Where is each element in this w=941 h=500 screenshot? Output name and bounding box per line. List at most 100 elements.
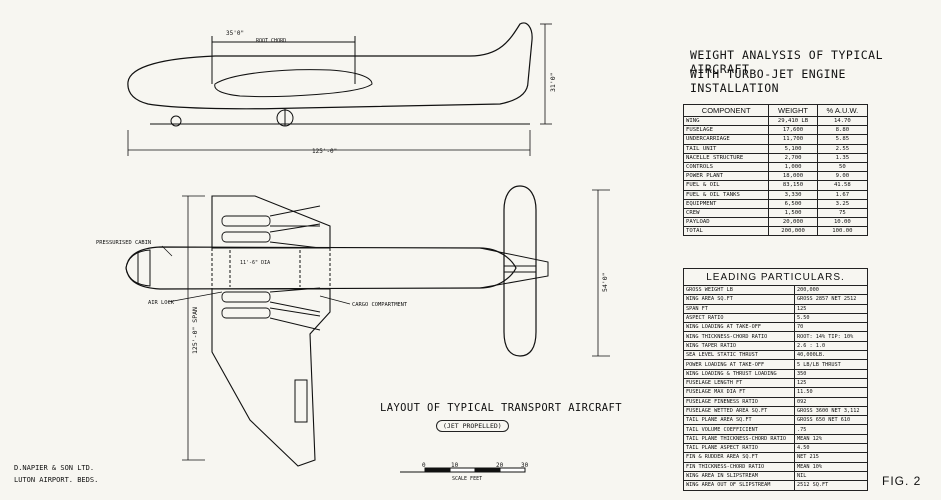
scale-tick-0: 0 <box>422 462 426 469</box>
weight-cell: 18,000 <box>768 171 818 182</box>
particular-cell: WING LOADING AT TAKE-OFF <box>683 322 795 333</box>
particular-cell: FUSELAGE MAX DIA FT <box>683 387 795 398</box>
component-cell: NACELLE STRUCTURE <box>682 152 770 163</box>
percent-cell: 2.55 <box>816 143 869 154</box>
value-cell: 5.50 <box>794 312 868 324</box>
value-cell: 125 <box>794 377 868 389</box>
value-cell: 5 LB/LB THRUST <box>794 359 868 370</box>
weight-cell: 6,500 <box>768 198 818 209</box>
root-chord-label: ROOT CHORD <box>256 38 287 44</box>
percent-cell: 50 <box>816 161 869 173</box>
component-cell: UNDERCARRIAGE <box>682 134 770 145</box>
particular-cell: ASPECT RATIO <box>683 312 795 324</box>
value-cell: MEAN 12% <box>794 433 868 445</box>
value-cell: ROOT: 14% TIP: 10% <box>794 331 868 342</box>
particular-cell: FUSELAGE WETTED AREA SQ.FT <box>683 405 795 417</box>
layout-subtitle: (JET PROPELLED) <box>436 420 509 432</box>
leading-particulars-title: LEADING PARTICULARS. <box>683 268 868 286</box>
value-cell: .75 <box>794 424 868 435</box>
weight-cell: 1,500 <box>768 207 818 219</box>
particular-cell: FUSELAGE LENGTH FT <box>683 377 795 389</box>
value-cell: 200,000 <box>794 284 868 296</box>
particular-cell: WING LOADING & THRUST LOADING <box>683 368 795 379</box>
value-cell: 70 <box>794 322 868 333</box>
root-chord-value: 35'0" <box>226 30 245 37</box>
percent-cell: 8.80 <box>816 125 869 136</box>
plan-view <box>125 185 610 467</box>
percent-cell: 14.70 <box>816 115 869 127</box>
weight-analysis-title-1: WEIGHT ANALYSIS OF TYPICAL AIRCRAFT <box>690 48 884 76</box>
percent-cell: 10.00 <box>816 217 869 228</box>
component-cell: FUEL & OIL <box>682 180 770 191</box>
percent-cell: 5.85 <box>816 134 869 145</box>
value-cell: GROSS 650 NET 610 <box>794 415 868 426</box>
component-cell: EQUIPMENT <box>682 198 770 209</box>
value-cell: GROSS 3600 NET 3,112 <box>794 405 868 417</box>
component-cell: PAYLOAD <box>682 217 770 228</box>
col-header-component: COMPONENT <box>682 104 770 117</box>
scale-bar <box>400 467 526 473</box>
particular-cell: WING AREA OUT OF SLIPSTREAM <box>683 480 795 491</box>
percent-cell: 100.00 <box>816 226 869 237</box>
weight-cell: 5,100 <box>768 143 818 154</box>
value-cell: 4.50 <box>794 443 868 454</box>
weight-cell: 83,150 <box>768 180 818 191</box>
side-elevation <box>127 22 552 156</box>
fuselage-diameter: 11'-6" DIA <box>240 260 271 266</box>
value-cell: 2512 SQ.FT <box>794 480 868 491</box>
figure-label: FIG. 2 <box>882 474 922 488</box>
weight-analysis-title-2: WITH TURBO-JET ENGINE INSTALLATION <box>690 67 846 95</box>
value-cell: 092 <box>794 396 868 407</box>
weight-cell: 11,700 <box>768 134 818 145</box>
particular-cell: WING TAPER RATIO <box>683 340 795 352</box>
value-cell: MEAN 10% <box>794 461 868 472</box>
particular-cell: SPAN FT <box>683 303 795 314</box>
particular-cell: FUSELAGE FINENESS RATIO <box>683 396 795 407</box>
scale-label: SCALE FEET <box>452 476 483 482</box>
component-cell: FUEL & OIL TANKS <box>682 189 770 200</box>
weight-cell: 1,000 <box>768 161 818 173</box>
component-cell: WING <box>682 115 770 127</box>
value-cell: GROSS 2857 NET 2512 <box>794 294 868 305</box>
particular-cell: POWER LOADING AT TAKE-OFF <box>683 359 795 370</box>
particular-cell: FIN THICKNESS-CHORD RATIO <box>683 461 795 472</box>
value-cell: 350 <box>794 368 868 379</box>
percent-cell: 3.25 <box>816 198 869 209</box>
scale-tick-20: 20 <box>496 462 504 469</box>
particular-cell: FIN & RUDDER AREA SQ.FT <box>683 452 795 463</box>
particular-cell: TAIL PLANE THICKNESS-CHORD RATIO <box>683 433 795 445</box>
weight-cell: 3,330 <box>768 189 818 200</box>
col-header-weight: WEIGHT <box>768 104 818 117</box>
value-cell: 11.50 <box>794 387 868 398</box>
tailspan-dimension: 54'0" <box>601 272 609 292</box>
percent-cell: 1.67 <box>816 189 869 200</box>
weight-cell: 20,000 <box>768 217 818 228</box>
value-cell: 125 <box>794 303 868 314</box>
